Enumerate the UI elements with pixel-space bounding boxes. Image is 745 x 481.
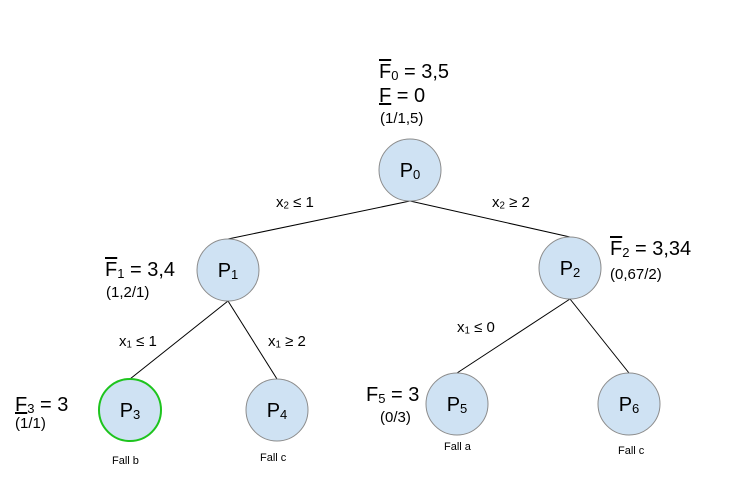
p5-pair: (0/3) — [380, 409, 411, 426]
p5-bound: F5 = 3 — [366, 384, 420, 406]
p2-pair: (0,67/2) — [610, 266, 662, 283]
node-p3 — [98, 378, 162, 442]
edge-p1-p3 — [129, 300, 229, 380]
node-p2 — [538, 236, 602, 300]
p1-upper-bound: F1 = 3,4 — [105, 259, 176, 281]
edge-p2-p5 — [456, 298, 571, 374]
node-p6 — [597, 372, 661, 436]
p0-lower-bound: F = 0 — [379, 85, 426, 107]
p3-lower-bound: F3 = 3 — [15, 394, 69, 416]
caption-p3: Fall b — [112, 455, 139, 467]
node-p0 — [378, 138, 442, 202]
edge-label-p2-p5: x1 ≤ 0 — [457, 319, 495, 337]
p0-pair: (1/1,5) — [380, 110, 424, 127]
node-label-p4: P4 — [266, 400, 288, 422]
p0-upper-bound: F0 = 3,5 — [379, 61, 450, 83]
edge-label-p1-p3: x1 ≤ 1 — [119, 333, 157, 351]
edge-p0-p1 — [227, 200, 411, 240]
edge-p0-p2 — [409, 200, 571, 238]
p2-upper-bound: F2 = 3,34 — [610, 238, 692, 260]
node-p4 — [245, 378, 309, 442]
caption-p4: Fall c — [260, 452, 287, 464]
node-label-p5: P5 — [446, 394, 468, 416]
node-p5 — [425, 372, 489, 436]
p1-pair: (1,2/1) — [106, 284, 150, 301]
caption-p6: Fall c — [618, 445, 645, 457]
edge-label-p0-p1: x2 ≤ 1 — [276, 194, 314, 212]
node-label-p2: P2 — [559, 258, 581, 280]
p3-pair: (1/1) — [15, 415, 46, 432]
caption-p5: Fall a — [444, 441, 471, 453]
node-p1 — [196, 238, 260, 302]
node-label-p0: P0 — [399, 160, 421, 182]
edge-p1-p4 — [227, 300, 278, 380]
node-label-p3: P3 — [119, 400, 141, 422]
edge-p2-p6 — [569, 298, 630, 374]
edge-label-p0-p2: x2 ≥ 2 — [492, 194, 530, 212]
edge-label-p1-p4: x1 ≥ 2 — [268, 333, 306, 351]
node-label-p1: P1 — [217, 260, 239, 282]
node-label-p6: P6 — [618, 394, 640, 416]
